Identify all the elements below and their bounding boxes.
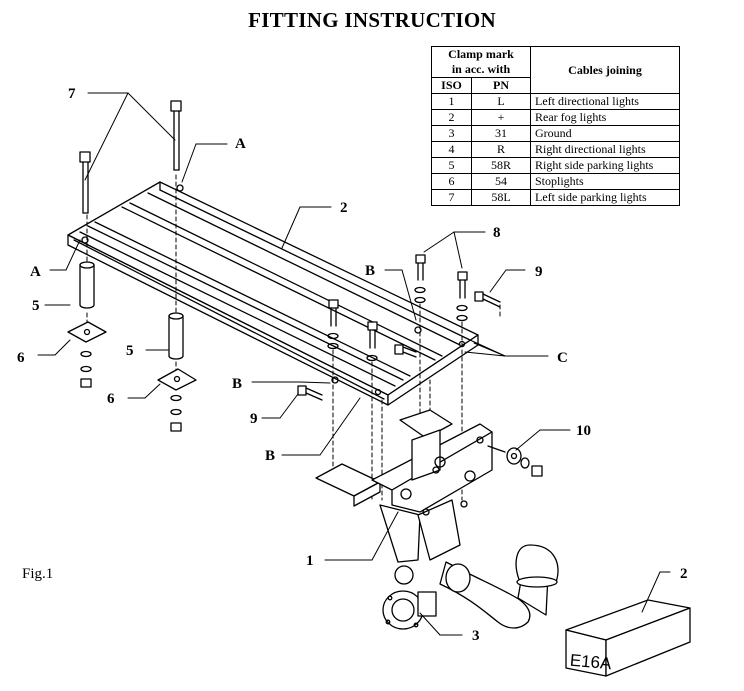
table-header-row: Clamp mark in acc. with Cables joining: [431, 46, 680, 94]
cell-pn: 31: [471, 125, 531, 142]
callout-b-mid: B: [232, 376, 242, 392]
callout-b-top: B: [365, 263, 375, 279]
callout-1: 1: [306, 553, 314, 569]
table-row: 2+Rear fog lights: [431, 109, 680, 126]
washer-nut-left: [80, 350, 92, 388]
side-bolt-left: [297, 385, 323, 401]
kit-box: [565, 599, 691, 677]
cell-cable: Stoplights: [530, 173, 680, 190]
washer-nut-mid: [170, 394, 182, 432]
cell-pn: 58R: [471, 157, 531, 174]
callout-2-box: 2: [680, 566, 688, 582]
header-clamp-mark-line2: in acc. with: [451, 62, 511, 76]
spacer-tube-left: [79, 261, 95, 309]
side-bolt-right: [394, 291, 501, 358]
electrical-socket: [382, 590, 437, 630]
header-clamp-mark: Clamp mark in acc. with: [431, 46, 531, 78]
figure-label: Fig.1: [22, 566, 54, 582]
callout-8: 8: [493, 225, 501, 241]
header-cables-joining: Cables joining: [530, 46, 680, 94]
callout-a-left: A: [30, 264, 41, 280]
clamp-mark-table: Clamp mark in acc. with Cables joining I…: [431, 46, 680, 206]
bolt-set-8: [327, 254, 468, 362]
callout-9-left: 9: [250, 411, 258, 427]
cell-pn: 54: [471, 173, 531, 190]
long-bolt-left: [79, 151, 91, 214]
callout-2-plate: 2: [340, 200, 348, 216]
callout-6-mid: 6: [107, 391, 115, 407]
callout-9-right: 9: [535, 264, 543, 280]
header-clamp-mark-line1: Clamp mark: [448, 47, 514, 61]
plate-left: [67, 321, 107, 343]
bumper-plate: [67, 181, 479, 406]
cell-cable: Right side parking lights: [530, 157, 680, 174]
leader-lines: [37, 92, 671, 636]
callout-c: C: [557, 350, 568, 366]
table-subheader-row: ISO PN: [431, 77, 680, 94]
cell-cable: Left side parking lights: [530, 189, 680, 206]
towbar-bracket: [315, 409, 493, 585]
plate-mid: [157, 368, 197, 391]
callout-b-bottom: B: [265, 448, 275, 464]
callout-6-left: 6: [17, 350, 25, 366]
callout-5-left: 5: [32, 298, 40, 314]
cell-cable: Right directional lights: [530, 141, 680, 158]
callout-3: 3: [472, 628, 480, 644]
callout-5-mid: 5: [126, 343, 134, 359]
page-title: FITTING INSTRUCTION: [248, 8, 496, 32]
cell-pn: 58L: [471, 189, 531, 206]
spacer-tube-mid: [168, 312, 184, 360]
callout-a-top: A: [235, 136, 246, 152]
callout-7: 7: [68, 86, 76, 102]
box-label: E16A: [569, 651, 613, 674]
tow-ball: [439, 544, 559, 629]
long-bolt-right: [170, 100, 182, 171]
callout-10: 10: [576, 423, 591, 439]
washer-nut-10: [487, 445, 543, 477]
